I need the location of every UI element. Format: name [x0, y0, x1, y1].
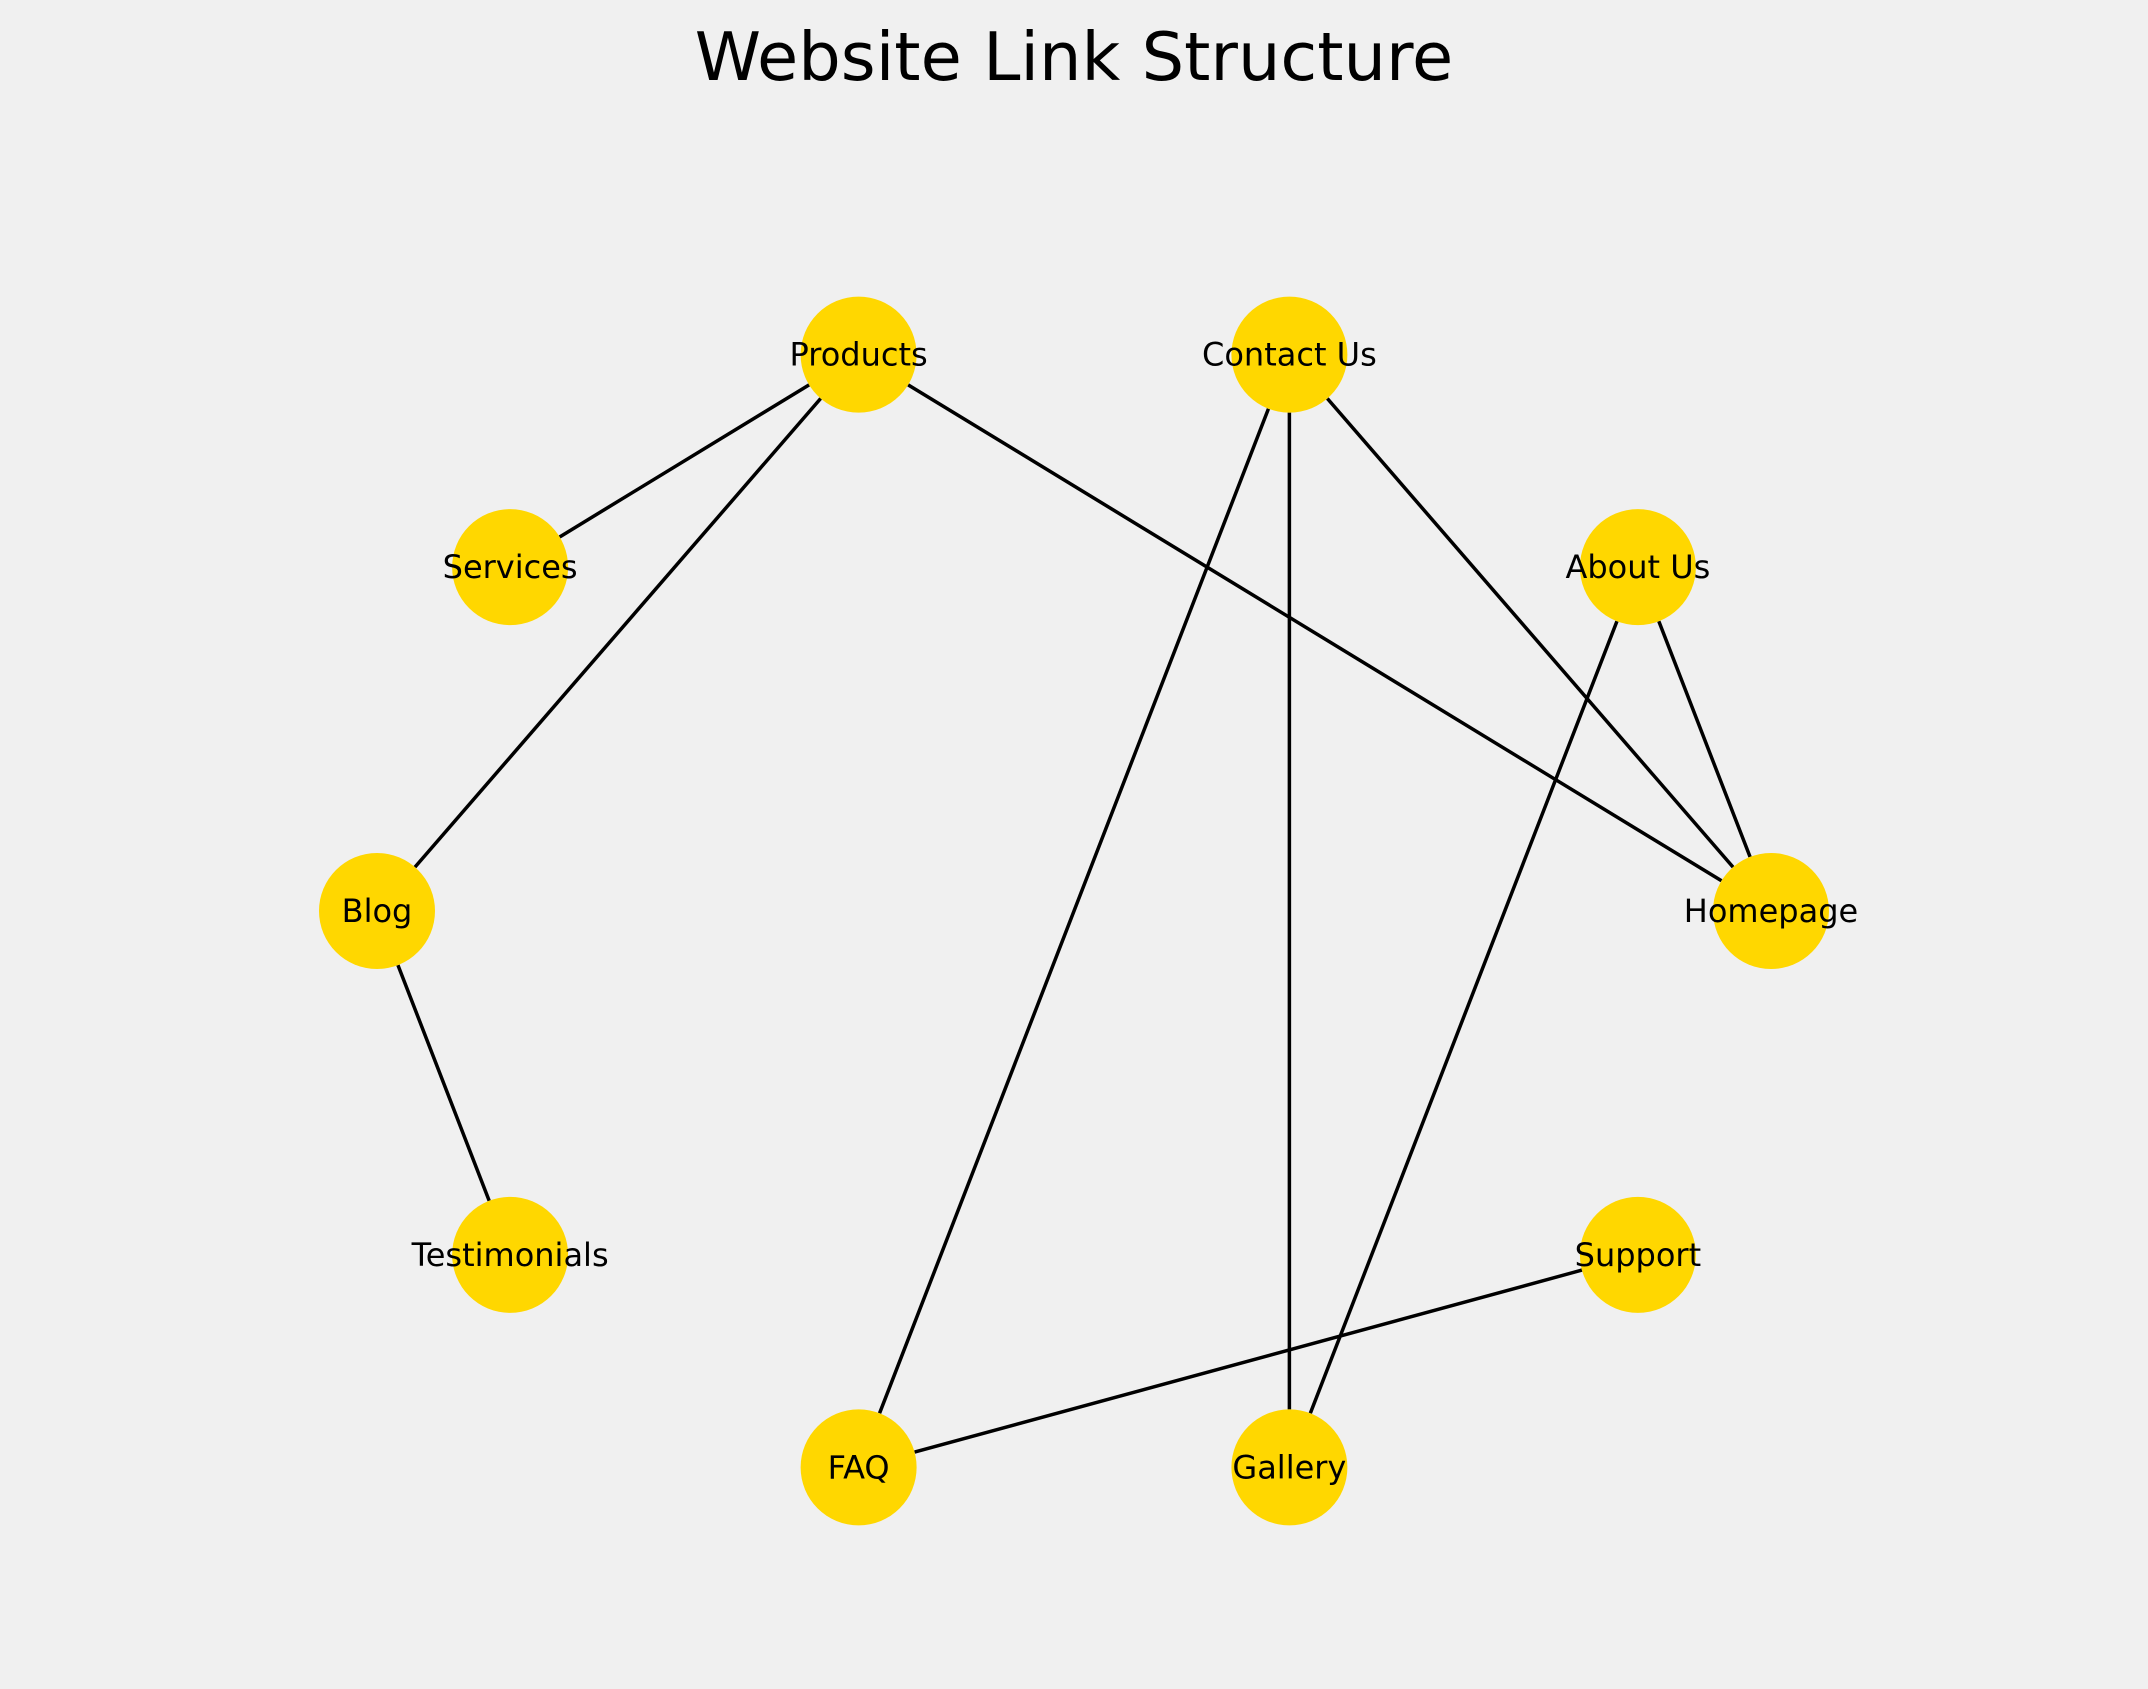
- edge-products-blog: [413, 397, 822, 869]
- node-services[interactable]: [452, 509, 569, 626]
- node-homepage[interactable]: [1713, 853, 1829, 969]
- edge-blog-testimonials: [396, 964, 491, 1202]
- diagram-title: Website Link Structure: [694, 18, 1454, 96]
- node-products[interactable]: [800, 296, 917, 413]
- node-gallery[interactable]: [1231, 1409, 1348, 1526]
- edge-products-services: [558, 383, 811, 539]
- nodes-layer: [319, 296, 1829, 1526]
- node-label-about: About Us: [1565, 548, 1710, 586]
- labels-layer: Homepage About Us Contact Us ProductsServic…: [342, 336, 1859, 1487]
- node-testimonials[interactable]: [452, 1196, 569, 1313]
- node-label-faq: FAQ: [828, 1448, 890, 1486]
- edge-homepage-products: [907, 383, 1723, 883]
- node-label-homepage: Homepage: [1684, 892, 1858, 930]
- node-label-gallery: Gallery: [1232, 1448, 1346, 1486]
- edges-layer: [396, 383, 1752, 1454]
- node-label-blog: Blog: [342, 892, 413, 930]
- node-blog[interactable]: [319, 853, 435, 969]
- node-contact[interactable]: [1231, 296, 1348, 413]
- node-label-products: Products: [790, 336, 928, 374]
- node-about[interactable]: [1579, 509, 1696, 626]
- edge-homepage-contact: [1326, 397, 1735, 869]
- edge-faq-support: [914, 1268, 1583, 1454]
- edge-homepage-about: [1657, 620, 1752, 858]
- node-faq[interactable]: [800, 1409, 917, 1526]
- node-label-support: Support: [1575, 1236, 1702, 1274]
- edge-contact-faq: [877, 408, 1271, 1414]
- node-support[interactable]: [1579, 1196, 1696, 1313]
- node-label-services: Services: [443, 548, 578, 586]
- node-label-contact: Contact Us: [1202, 336, 1377, 374]
- node-label-testimonials: Testimonials: [411, 1236, 609, 1274]
- edge-about-gallery: [1308, 620, 1619, 1414]
